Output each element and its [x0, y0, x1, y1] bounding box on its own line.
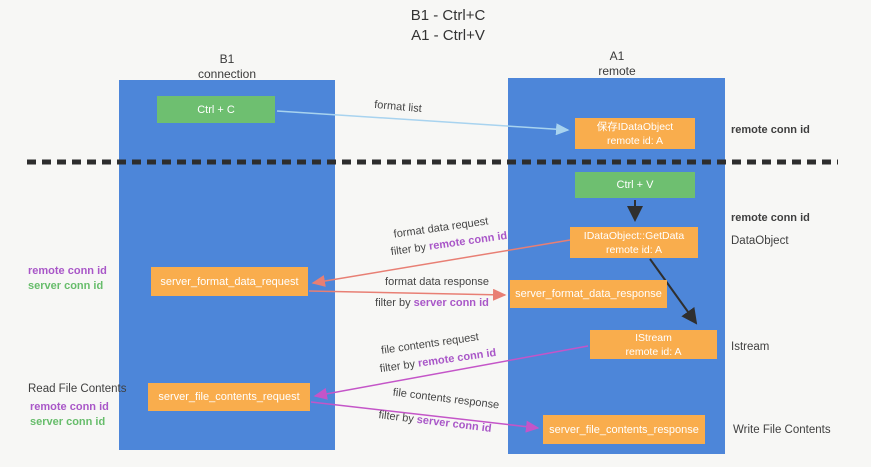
server-format-data-response-box: server_format_data_response [510, 280, 667, 308]
ctrl-v-label: Ctrl + V [616, 179, 654, 191]
idataobject-getdata-box: IDataObject::GetData remote id: A [570, 227, 698, 258]
right-remote-conn-id-2: remote conn id [731, 212, 810, 224]
lifeline-header-a1: A1 remote [598, 49, 635, 79]
lifeline-a1-subtitle: remote [598, 64, 636, 78]
istream-box: IStream remote id: A [590, 330, 717, 359]
getdata-line1: IDataObject::GetData [583, 229, 685, 242]
left-server-conn-id-2: server conn id [30, 416, 106, 428]
arrow-format-list [276, 110, 570, 136]
right-write-file-contents-label: Write File Contents [733, 424, 831, 436]
server-format-data-request-label: server_format_data_request [160, 275, 299, 288]
lifeline-b1-name: B1 [219, 52, 235, 66]
server-format-data-request-box: server_format_data_request [151, 267, 308, 296]
left-conn-id-group-1: remote conn id server conn id [28, 264, 107, 294]
ctrl-v-box: Ctrl + V [575, 172, 695, 198]
istream-line2: remote id: A [625, 345, 682, 358]
server-format-data-response-label: server_format_data_response [515, 288, 662, 300]
arrow-format-data-response [308, 288, 507, 301]
left-remote-conn-id-1: remote conn id [28, 265, 107, 277]
left-remote-conn-id-2: remote conn id [30, 401, 109, 413]
server-file-contents-response-box: server_file_contents_response [543, 415, 705, 444]
lifeline-header-b1: B1 connection [198, 52, 256, 82]
server-file-contents-request-box: server_file_contents_request [148, 383, 310, 411]
getdata-line2: remote id: A [605, 243, 663, 256]
ctrl-c-box: Ctrl + C [157, 96, 275, 123]
title-line-1: B1 - Ctrl+C [410, 7, 486, 24]
server-file-contents-response-label: server_file_contents_response [549, 423, 699, 436]
right-istream-label: Istream [731, 341, 770, 353]
arrow-file-contents-request [313, 345, 589, 400]
label-format-data-response: format data response [385, 276, 489, 288]
save-idataobject-line2: remote id: A [606, 134, 664, 147]
lifeline-a1-name: A1 [609, 49, 625, 63]
right-dataobject-label: DataObject [731, 235, 789, 247]
diagram-title: B1 - Ctrl+C A1 - Ctrl+V [411, 6, 486, 46]
left-server-conn-id-1: server conn id [28, 280, 104, 292]
ctrl-c-label: Ctrl + C [197, 103, 235, 116]
server-conn-id-text: server conn id [413, 297, 489, 309]
lifeline-b1-subtitle: connection [197, 67, 257, 81]
title-line-2: A1 - Ctrl+V [411, 27, 485, 44]
istream-line1: IStream [635, 331, 672, 344]
left-conn-id-group-2: remote conn id server conn id [30, 400, 109, 430]
arrow-getdata-to-istream [649, 258, 698, 325]
arrow-format-data-request [311, 239, 571, 287]
left-read-file-contents-label: Read File Contents [28, 383, 127, 395]
label-filter-server-1: filter by server conn id [375, 297, 489, 309]
filter-by-text: filter by [375, 297, 414, 309]
right-remote-conn-id-1: remote conn id [731, 124, 810, 136]
arrow-file-contents-response [310, 401, 540, 433]
save-idataobject-line1: 保存IDataObject [596, 120, 674, 133]
save-idataobject-box: 保存IDataObject remote id: A [575, 118, 695, 149]
server-file-contents-request-label: server_file_contents_request [158, 391, 300, 403]
